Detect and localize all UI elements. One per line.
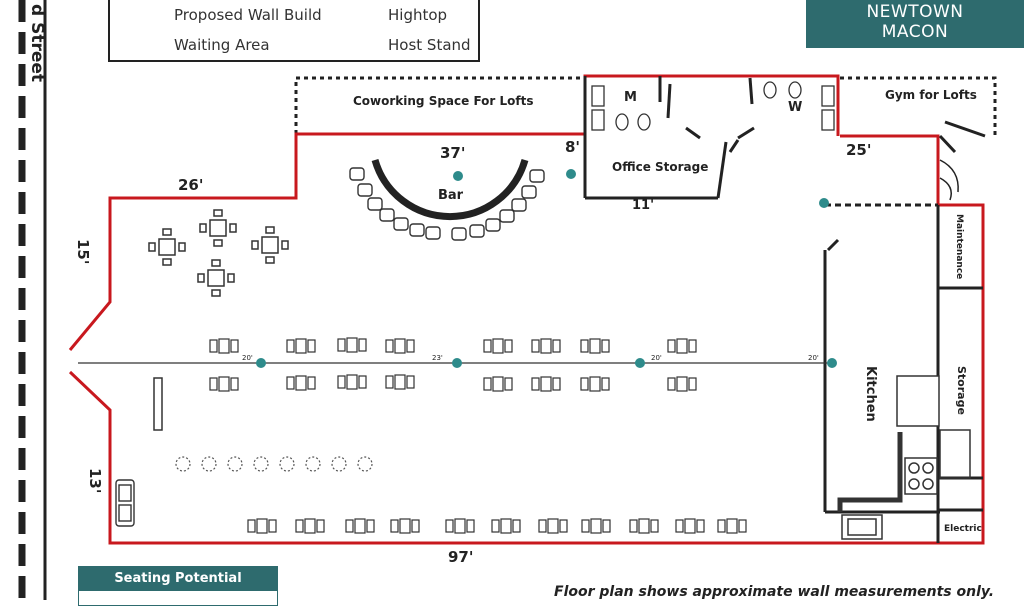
room-kitchen: Kitchen	[863, 366, 878, 422]
seating-potential-box: Seating Potential	[78, 566, 278, 606]
legend-proposed-wall: Proposed Wall Build	[174, 6, 322, 24]
columns	[256, 169, 837, 368]
measure-15: 15'	[74, 239, 92, 265]
hightop-clusters	[148, 209, 289, 297]
brand-line-2: MACON	[881, 22, 949, 42]
room-electric: Electric	[944, 524, 982, 534]
two-top-tables	[209, 337, 747, 534]
seating-potential-title: Seating Potential	[79, 567, 277, 591]
gym-proposed-wall	[840, 76, 997, 136]
room-storage: Storage	[955, 366, 968, 415]
measure-11: 11'	[632, 198, 655, 213]
measure-8: 8'	[565, 138, 581, 156]
exterior-wall-north-west	[68, 132, 585, 351]
brand-logo: NEWTOWN MACON	[806, 0, 1024, 48]
measure-25: 25'	[846, 141, 872, 159]
gym-door-swing	[939, 159, 959, 193]
brand-line-1: NEWTOWN	[866, 2, 964, 22]
room-maintenance: Maintenance	[954, 214, 964, 280]
restroom-fixtures	[591, 81, 835, 131]
measure-37: 37'	[440, 144, 466, 162]
round-tables	[175, 456, 373, 472]
interior-walls	[583, 76, 986, 543]
line-mark-b: 23'	[432, 354, 443, 362]
kitchen-equipment	[837, 375, 971, 540]
room-bar: Bar	[438, 188, 464, 203]
room-womens: W	[788, 100, 803, 115]
measure-26: 26'	[178, 176, 204, 194]
line-mark-a: 20'	[242, 354, 253, 362]
measure-97: 97'	[448, 548, 474, 566]
coworking-proposed-wall	[294, 76, 585, 134]
measure-13: 13'	[86, 468, 104, 494]
legend-hightop: Hightop	[388, 6, 448, 24]
line-mark-c: 20'	[651, 354, 662, 362]
exterior-wall-south-east	[68, 134, 985, 545]
room-office-storage: Office Storage	[612, 160, 709, 174]
footnote: Floor plan shows approximate wall measur…	[554, 584, 995, 600]
legend-waiting-area: Waiting Area	[174, 36, 270, 54]
line-mark-d: 20'	[808, 354, 819, 362]
street-label: d Street	[27, 4, 47, 83]
room-coworking: Coworking Space For Lofts	[353, 94, 534, 108]
waiting-couch	[115, 479, 135, 527]
room-mens: M	[624, 90, 637, 105]
bar-counter	[371, 159, 529, 221]
bar-stools	[349, 167, 545, 241]
host-stand	[153, 377, 163, 431]
legend-host-stand: Host Stand	[388, 36, 471, 54]
legend: Proposed Wall Build Hightop Waiting Area…	[108, 0, 480, 62]
room-gym: Gym for Lofts	[885, 88, 977, 102]
